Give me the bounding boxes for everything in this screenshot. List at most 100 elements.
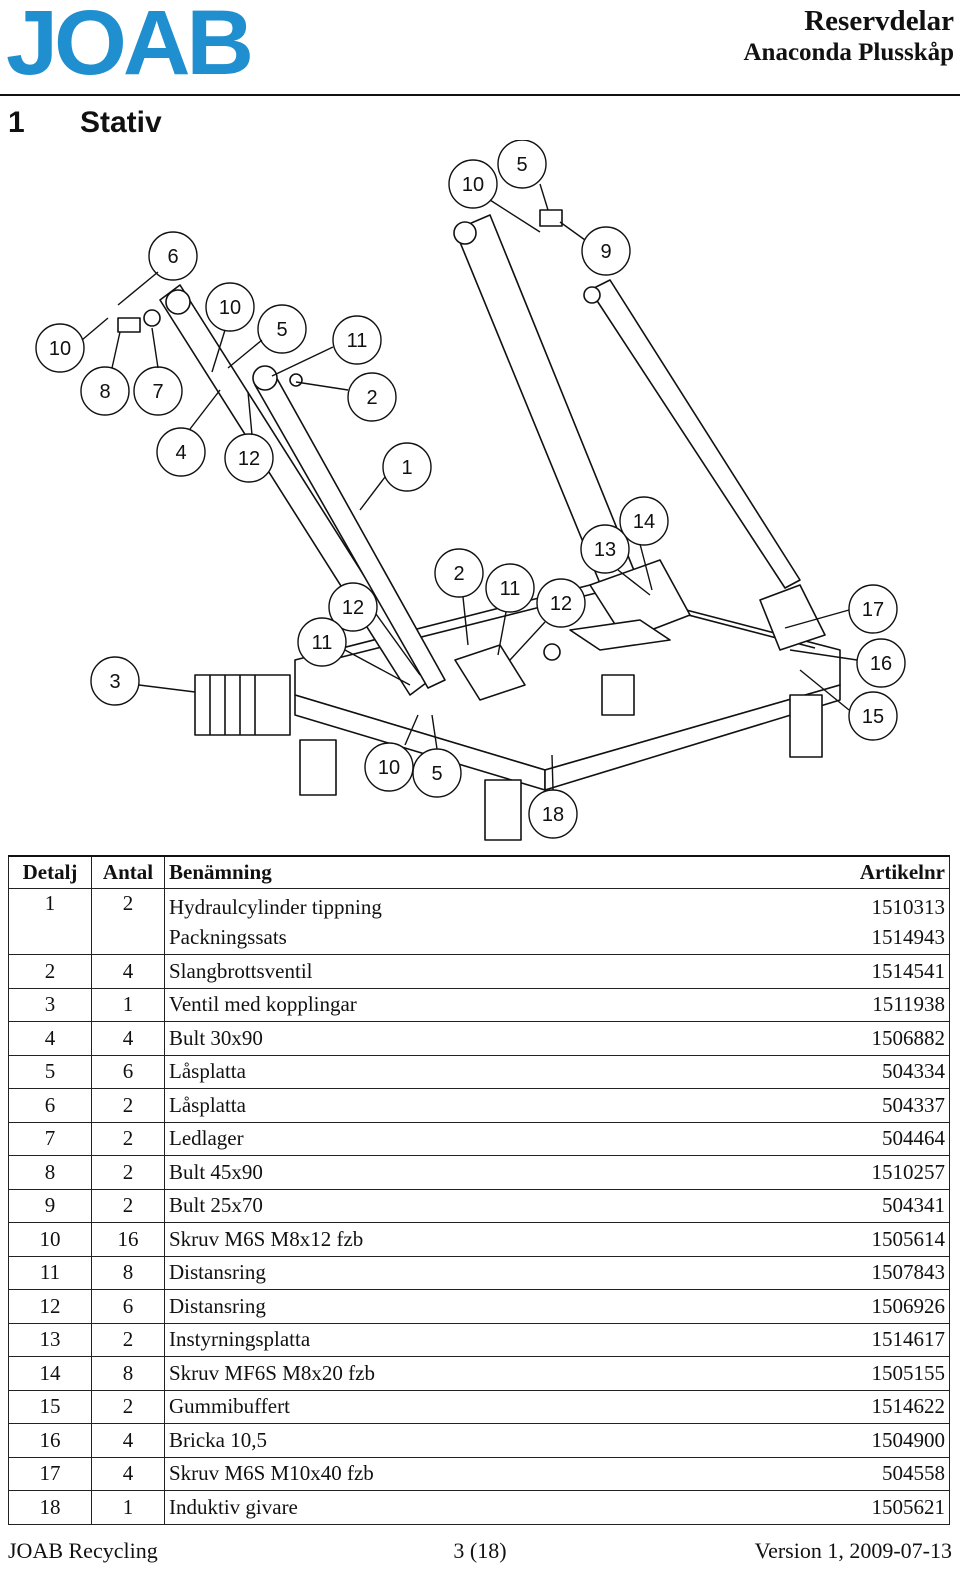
svg-text:2: 2	[366, 387, 377, 409]
cell-benamning: Induktiv givare	[164, 1490, 717, 1525]
cell-benamning: Bult 25x70	[164, 1188, 717, 1223]
callout-3: 3	[90, 656, 140, 706]
cell-benamning: Instyrningsplatta	[164, 1322, 717, 1357]
svg-text:18: 18	[542, 804, 564, 826]
cell-detalj: 9	[8, 1188, 92, 1223]
callout-8: 8	[80, 366, 130, 416]
cell-benamning-line1: Hydraulcylinder tippning	[169, 894, 382, 919]
svg-text:11: 11	[347, 330, 368, 352]
svg-text:4: 4	[175, 442, 186, 464]
cell-artikelnr: 504337	[716, 1088, 951, 1123]
svg-text:15: 15	[862, 706, 884, 728]
table-header-row: Detalj Antal Benämning Artikelnr	[8, 855, 951, 889]
frame-structure	[117, 209, 841, 841]
cell-antal: 2	[91, 1322, 165, 1357]
cell-detalj: 16	[8, 1423, 92, 1458]
svg-text:1: 1	[401, 457, 412, 479]
cell-artikelnr: 1506926	[716, 1289, 951, 1324]
cell-artikelnr: 504558	[716, 1456, 951, 1491]
cell-artikelnr: 1510313 1514943	[716, 888, 951, 955]
callout-13: 13	[580, 524, 630, 574]
callout-11-low: 11	[297, 617, 347, 667]
cell-benamning: Ledlager	[164, 1121, 717, 1156]
svg-text:9: 9	[600, 241, 611, 263]
cell-antal: 4	[91, 1456, 165, 1491]
svg-text:2: 2	[453, 563, 464, 585]
callout-17: 17	[848, 584, 898, 634]
cell-detalj: 2	[8, 954, 92, 989]
footer-company: JOAB Recycling	[8, 1538, 158, 1563]
cell-artikelnr: 1504900	[716, 1423, 951, 1458]
cell-antal: 16	[91, 1222, 165, 1257]
svg-text:7: 7	[152, 381, 163, 403]
cell-artikelnr: 1506882	[716, 1021, 951, 1056]
callout-4: 4	[156, 427, 206, 477]
cell-artikelnr: 504334	[716, 1054, 951, 1089]
cell-antal: 2	[91, 1188, 165, 1223]
callout-5-top: 5	[497, 140, 547, 189]
cell-artikelnr-line1: 1510313	[871, 894, 946, 919]
callout-10-left: 10	[205, 282, 255, 332]
cell-detalj: 13	[8, 1322, 92, 1357]
cell-artikelnr: 1514541	[716, 954, 951, 989]
col-antal: Antal	[91, 855, 165, 889]
cell-detalj: 12	[8, 1289, 92, 1324]
header-divider	[0, 94, 960, 96]
callout-18: 18	[528, 789, 578, 839]
svg-text:8: 8	[99, 381, 110, 403]
cell-benamning: Bricka 10,5	[164, 1423, 717, 1458]
section-number: 1	[8, 106, 25, 139]
cell-benamning: Låsplatta	[164, 1054, 717, 1089]
header-titles: Reservdelar Anaconda Plusskåp	[744, 4, 955, 68]
footer-page-number: 3 (18)	[453, 1538, 507, 1563]
cell-artikelnr: 1514622	[716, 1389, 951, 1424]
cell-benamning: Bult 30x90	[164, 1021, 717, 1056]
svg-text:13: 13	[594, 539, 616, 561]
cell-detalj: 3	[8, 987, 92, 1022]
svg-text:6: 6	[167, 246, 178, 268]
callout-12-mid: 12	[328, 582, 378, 632]
svg-text:16: 16	[870, 653, 892, 675]
svg-text:10: 10	[219, 297, 241, 319]
cell-antal: 1	[91, 1490, 165, 1525]
cell-antal: 2	[91, 888, 165, 955]
svg-text:10: 10	[462, 174, 484, 196]
cell-benamning: Distansring	[164, 1289, 717, 1324]
svg-text:14: 14	[633, 511, 655, 533]
table-row: 1 2 Hydraulcylinder tippning Packningssa…	[8, 888, 951, 955]
cell-benamning: Skruv MF6S M8x20 fzb	[164, 1356, 717, 1391]
callout-10-far: 10	[35, 323, 85, 373]
svg-text:5: 5	[516, 154, 527, 176]
cell-benamning: Skruv M6S M8x12 fzb	[164, 1222, 717, 1257]
section-title: Stativ	[80, 106, 162, 139]
svg-text:10: 10	[49, 338, 71, 360]
cell-benamning: Skruv M6S M10x40 fzb	[164, 1456, 717, 1491]
cell-benamning: Hydraulcylinder tippning Packningssats	[164, 888, 717, 955]
col-artikelnr: Artikelnr	[716, 855, 951, 889]
cell-detalj: 6	[8, 1088, 92, 1123]
svg-text:5: 5	[431, 763, 442, 785]
callout-12-right: 12	[536, 578, 586, 628]
logo-text: JOAB	[6, 4, 251, 80]
callout-1: 1	[382, 442, 432, 492]
callout-15: 15	[848, 691, 898, 741]
callout-7: 7	[133, 366, 183, 416]
svg-text:12: 12	[342, 597, 364, 619]
cell-antal: 4	[91, 954, 165, 989]
callout-9: 9	[581, 226, 631, 276]
cell-antal: 6	[91, 1054, 165, 1089]
cell-benamning: Slangbrottsventil	[164, 954, 717, 989]
callout-10-top: 10	[448, 159, 498, 209]
